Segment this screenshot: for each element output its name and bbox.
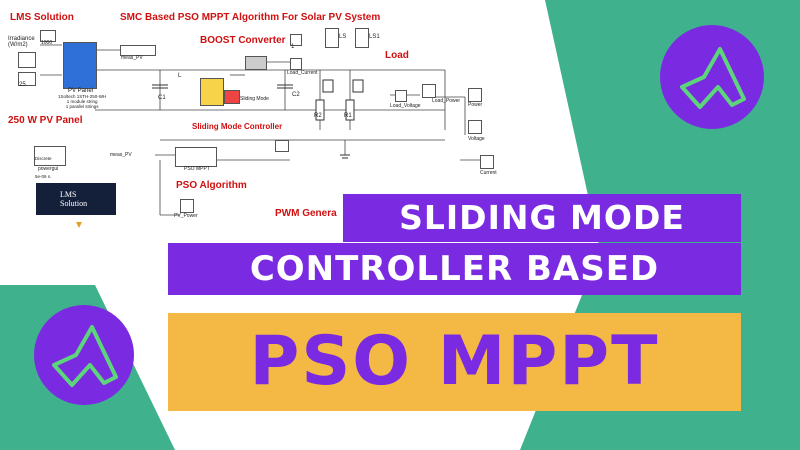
powergui-label: powergui: [38, 166, 59, 172]
ls1-label: LS1: [369, 34, 380, 40]
inductor-label: L: [178, 73, 182, 79]
banner-line-1: SLIDING MODE: [343, 194, 741, 242]
voltage-scope-label: Voltage: [468, 136, 485, 142]
constant-one[interactable]: 1: [290, 34, 302, 50]
banner-line-3: PSO MPPT: [168, 313, 741, 411]
irradiance-label: Irradiance (W/m2): [8, 36, 35, 48]
pso-algorithm-label: PSO Algorithm: [176, 180, 247, 191]
load-current-meter[interactable]: [290, 58, 302, 70]
diagram-wires: [40, 44, 480, 216]
load-current-label: Load_Current: [287, 70, 318, 76]
irradiance-constant[interactable]: 1000: [40, 30, 56, 46]
temperature-constant[interactable]: 25: [18, 72, 36, 88]
current-scope[interactable]: [480, 155, 494, 169]
sliding-mode-small-label: Sliding Mode: [240, 96, 269, 102]
matlab-logo-bottom: [34, 305, 134, 405]
matlab-logo-top: [660, 25, 764, 129]
current-scope-label: Current: [480, 170, 497, 176]
meas-pv-from-label: meas_PV: [110, 152, 132, 158]
ls-block[interactable]: [325, 28, 339, 48]
power-scope[interactable]: [468, 88, 482, 102]
matlab-logo-icon: [680, 47, 746, 109]
ls-label: LS: [339, 34, 347, 40]
warning-icon: [76, 222, 82, 228]
load-power-block[interactable]: [422, 84, 436, 98]
diagram-title: SMC Based PSO MPPT Algorithm For Solar P…: [120, 12, 381, 23]
load-label: Load: [385, 50, 409, 61]
load-voltage-label: Load_Voltage: [390, 103, 421, 109]
power-scope-label: Power: [468, 102, 483, 108]
meas-pv-goto[interactable]: meas_PV: [120, 45, 156, 61]
pv-panel-block[interactable]: [63, 42, 97, 89]
product-block[interactable]: [395, 90, 407, 102]
c1-label: C1: [158, 95, 166, 101]
pv-panel-specs: 1Soltech 1STH-250-WH 1 module string 1 p…: [58, 94, 107, 109]
voltage-scope[interactable]: [468, 120, 482, 134]
r2-label: R2: [314, 113, 322, 119]
pv-power-label: PV_Power: [174, 213, 198, 219]
load-power-label: Load_Power: [432, 98, 461, 104]
pwm-block[interactable]: [275, 140, 289, 152]
boost-converter-label: BOOST Converter: [200, 35, 286, 46]
simulink-diagram: LMS Solution SMC Based PSO MPPT Algorith…: [0, 0, 530, 250]
pso-mppt-label: PSO MPPT: [184, 166, 210, 172]
diode-block[interactable]: [245, 56, 267, 70]
irradiance-source[interactable]: [18, 52, 36, 68]
banner-line-2: CONTROLLER BASED: [168, 243, 741, 295]
pv-panel-block-label: PV Panel: [68, 88, 94, 94]
pv-power-block[interactable]: [180, 199, 194, 213]
pv-panel-label: 250 W PV Panel: [8, 115, 83, 126]
sliding-mode-block[interactable]: [224, 90, 240, 104]
mosfet-block[interactable]: [200, 78, 224, 106]
pwm-generator-label: PWM Genera: [275, 208, 337, 219]
brand-label: LMS Solution: [10, 12, 74, 23]
ls1-block[interactable]: [355, 28, 369, 48]
lms-brand-logo: LMS Solution: [36, 183, 116, 215]
matlab-logo-icon: [52, 325, 118, 387]
pso-mppt-block[interactable]: [175, 147, 217, 167]
c2-label: C2: [292, 92, 300, 98]
r1-label: R1: [344, 113, 352, 119]
powergui-block[interactable]: Discrete 5e-06 s.: [34, 146, 66, 179]
sliding-mode-controller-label: Sliding Mode Controller: [192, 122, 283, 131]
